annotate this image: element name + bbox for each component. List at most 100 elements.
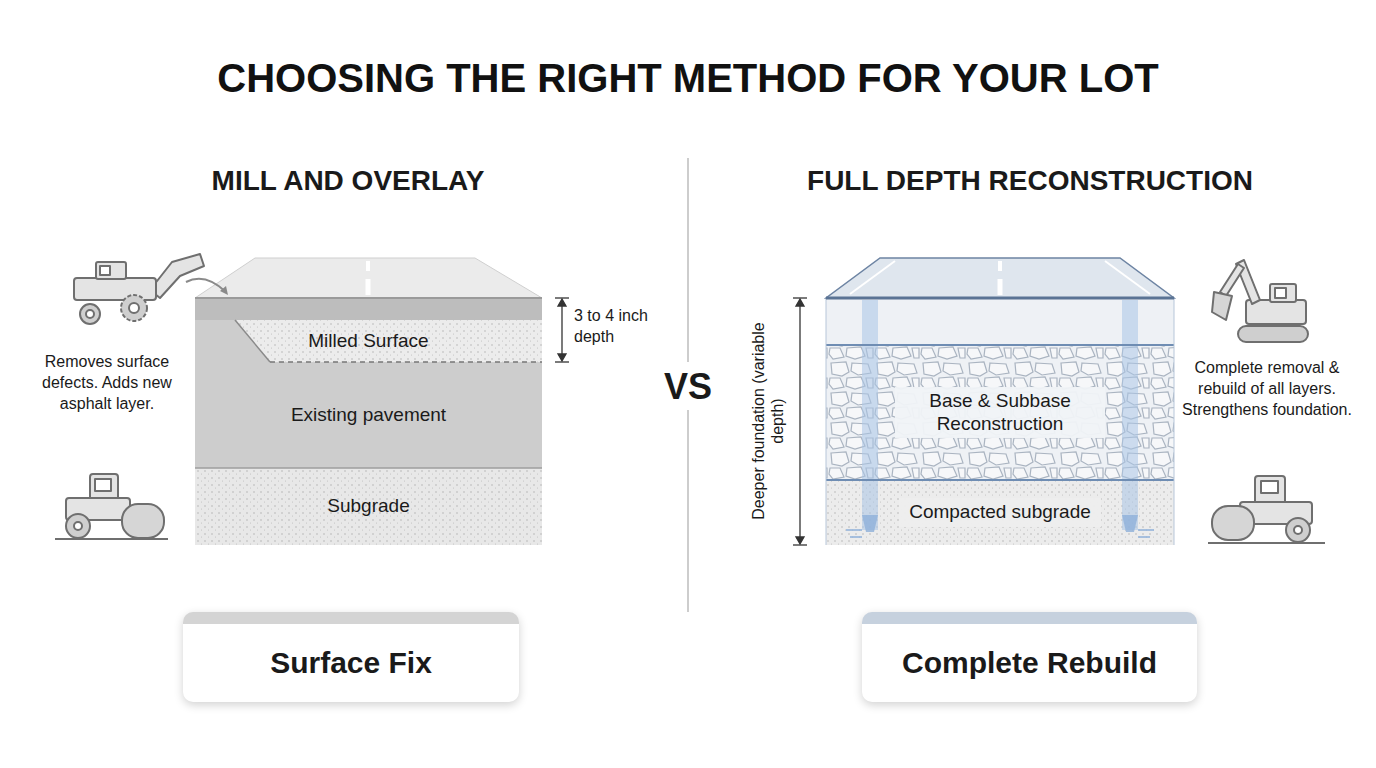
pile-tip [862,515,878,532]
excavator-icon-part [1212,292,1232,320]
roller-icon-part [95,479,111,491]
mill-depth-line [270,361,542,363]
lane-mark [366,261,370,271]
milling-machine-icon-part [220,286,228,295]
section-heading: MILL AND OVERLAY [88,163,608,199]
lane-mark [998,279,1003,295]
depth-dimension-part [561,300,562,360]
milled-region [235,320,542,362]
compaction-marks [846,530,1154,537]
section-edge [826,298,827,545]
milling-machine-icon-part [86,310,94,318]
roller-icon-part [66,514,90,538]
layer-band: Compacted subgrade [826,480,1174,545]
layer-boundary [826,479,1174,481]
divider-line [687,158,689,362]
road-surface [195,258,542,298]
milling-machine-icon-part [100,266,110,275]
roller-icon-part [90,474,118,500]
divider-line [687,410,689,612]
asphalt-layer [826,298,1174,345]
compaction-marks-part [850,536,862,538]
depth-dimension-part [558,299,566,306]
excavator-icon-part [1275,288,1286,298]
excavator-icon [1212,260,1308,342]
milling-machine-icon-part [74,278,156,300]
roller-icon-part [1261,481,1278,493]
roller-icon-part [55,538,168,540]
roller-icon-part [122,504,164,538]
milling-machine-icon-part [121,295,147,321]
versus-label: VS [648,364,728,411]
milling-machine-icon-part [186,279,226,292]
milling-machine-icon [74,254,228,324]
roller-icon-part [1212,506,1254,540]
roller-icon-part [1286,518,1310,542]
pile-tip [1122,515,1138,532]
roller-icon-part [1255,476,1285,504]
base-stone-layer [826,345,1174,480]
roller-icon-part [1208,542,1325,544]
milling-machine-icon-part [129,303,139,313]
subgrade-layer [826,480,1174,545]
roller-icon [55,474,168,539]
milling-machine-icon-part [150,254,204,298]
foundation-dimension-part [796,299,804,306]
excavator-icon-part [1270,284,1296,302]
depth-dimension [555,298,569,362]
layer-boundary [826,344,1174,346]
surface-edge [195,297,542,299]
subgrade-texture [195,468,542,545]
excavator-icon-part [1220,264,1244,296]
layer-boundary [195,467,542,469]
excavator-icon-part [1238,326,1308,342]
mill-edge [235,320,270,362]
lane-mark [998,261,1002,271]
milled-texture [235,320,542,362]
layer-name: Compacted subgrade [899,498,1101,527]
foundation-dimension-part [799,300,800,543]
depth-dimension-part [558,354,566,361]
diagram-title: CHOOSING THE RIGHT METHOD FOR YOUR LOT [88,52,1288,104]
milling-machine-icon-part [80,304,100,324]
section-edge [1174,298,1175,545]
compaction-marks-part [1138,529,1154,531]
subgrade-layer [195,468,542,545]
foundation-dimension [793,298,807,545]
roller-icon-part [1294,526,1302,534]
milling-machine-icon-part [96,262,126,279]
layer-band: Base & Subbase Reconstruction [826,345,1174,480]
lane-mark [366,279,371,295]
roller-icon [1208,476,1325,543]
road-surface [826,258,1174,298]
drain-column [1122,300,1138,530]
pavement-layer [195,298,542,468]
method-note: Complete removal & rebuild of all layers… [1177,358,1357,420]
surface-edge [826,297,1174,300]
layer-name: Base & Subbase Reconstruction [895,387,1105,439]
top-course [195,298,542,320]
foundation-dimension-part [796,537,804,544]
edge-mark [850,261,895,294]
summary-box: Complete Rebuild [862,612,1197,702]
layer-name: Existing pavement [291,404,446,427]
edge-mark [1105,261,1150,294]
layer-band: Subgrade [195,468,542,545]
layer-name: Subgrade [327,495,409,518]
dimension-label: Deeper foundation (variable depth) [749,321,787,521]
compaction-marks-part [846,529,862,531]
box-title: Complete Rebuild [902,645,1157,681]
method-note: Removes surface defects. Adds new asphal… [27,352,187,414]
summary-box: Surface Fix [183,612,519,702]
layer-name: Milled Surface [308,330,428,353]
full-depth-section [826,258,1174,545]
section-heading: FULL DEPTH RECONSTRUCTION [750,163,1310,199]
roller-icon-part [74,522,82,530]
drain-column [862,300,878,530]
dimension-label: 3 to 4 inch depth [574,306,670,348]
layer-band: Milled Surface [195,320,542,362]
box-title: Surface Fix [270,645,432,681]
mill-overlay-section [195,258,542,545]
subgrade-texture [826,480,1174,545]
